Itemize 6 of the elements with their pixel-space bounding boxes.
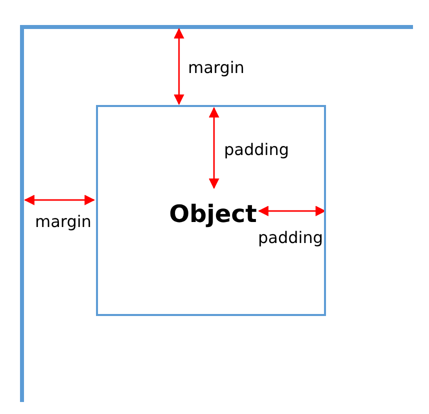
content-box [96,105,326,316]
object-label: Object [168,201,258,227]
margin-label: margin [35,213,92,231]
padding-label: padding [224,141,290,159]
padding-label: padding [258,229,324,247]
margin-label: margin [188,59,244,77]
